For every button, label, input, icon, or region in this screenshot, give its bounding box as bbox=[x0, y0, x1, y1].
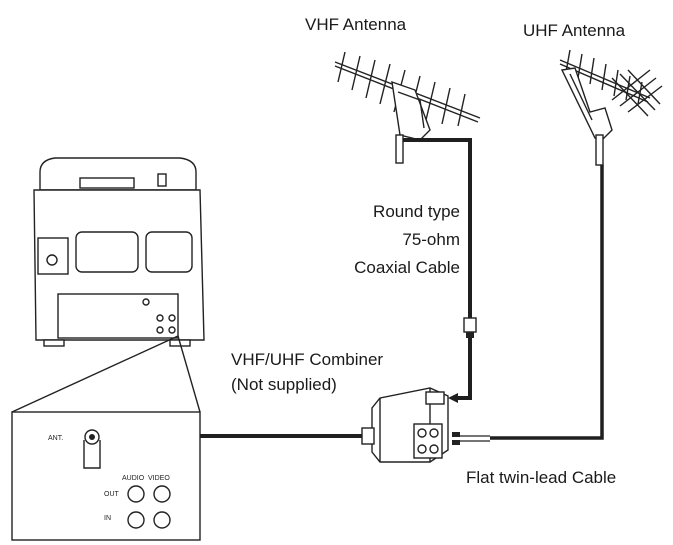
combiner bbox=[361, 387, 449, 463]
panel-in-label: IN bbox=[104, 515, 111, 522]
audio-out-jack bbox=[127, 485, 145, 503]
tv-set bbox=[33, 157, 205, 347]
coax-label-line2: 75-ohm bbox=[402, 230, 460, 249]
uhf-antenna-label: UHF Antenna bbox=[523, 21, 626, 40]
panel-out-label: OUT bbox=[104, 491, 120, 498]
coax-arrow-head bbox=[448, 393, 458, 403]
coaxial-cable bbox=[403, 138, 477, 403]
zoom-lines bbox=[11, 335, 201, 413]
video-out-jack bbox=[153, 485, 171, 503]
combiner-label-line1: VHF/UHF Combiner bbox=[231, 350, 383, 369]
vhf-antenna bbox=[334, 51, 481, 164]
twinlead-label: Flat twin-lead Cable bbox=[466, 468, 616, 487]
coax-label-line3: Coaxial Cable bbox=[354, 258, 460, 277]
video-in-jack bbox=[153, 511, 171, 529]
combiner-label-line2: (Not supplied) bbox=[231, 375, 337, 394]
audio-in-jack bbox=[127, 511, 145, 529]
coax-label-line1: Round type bbox=[373, 202, 460, 221]
vhf-antenna-label: VHF Antenna bbox=[305, 15, 407, 34]
twin-lead-cable bbox=[452, 165, 604, 445]
panel-ant-label: ANT. bbox=[48, 435, 63, 442]
rear-panel-zoom: ANT. AUDIO VIDEO OUT IN bbox=[11, 411, 201, 541]
panel-video-label: VIDEO bbox=[148, 475, 170, 482]
uhf-antenna bbox=[559, 49, 663, 166]
panel-audio-label: AUDIO bbox=[122, 475, 145, 482]
